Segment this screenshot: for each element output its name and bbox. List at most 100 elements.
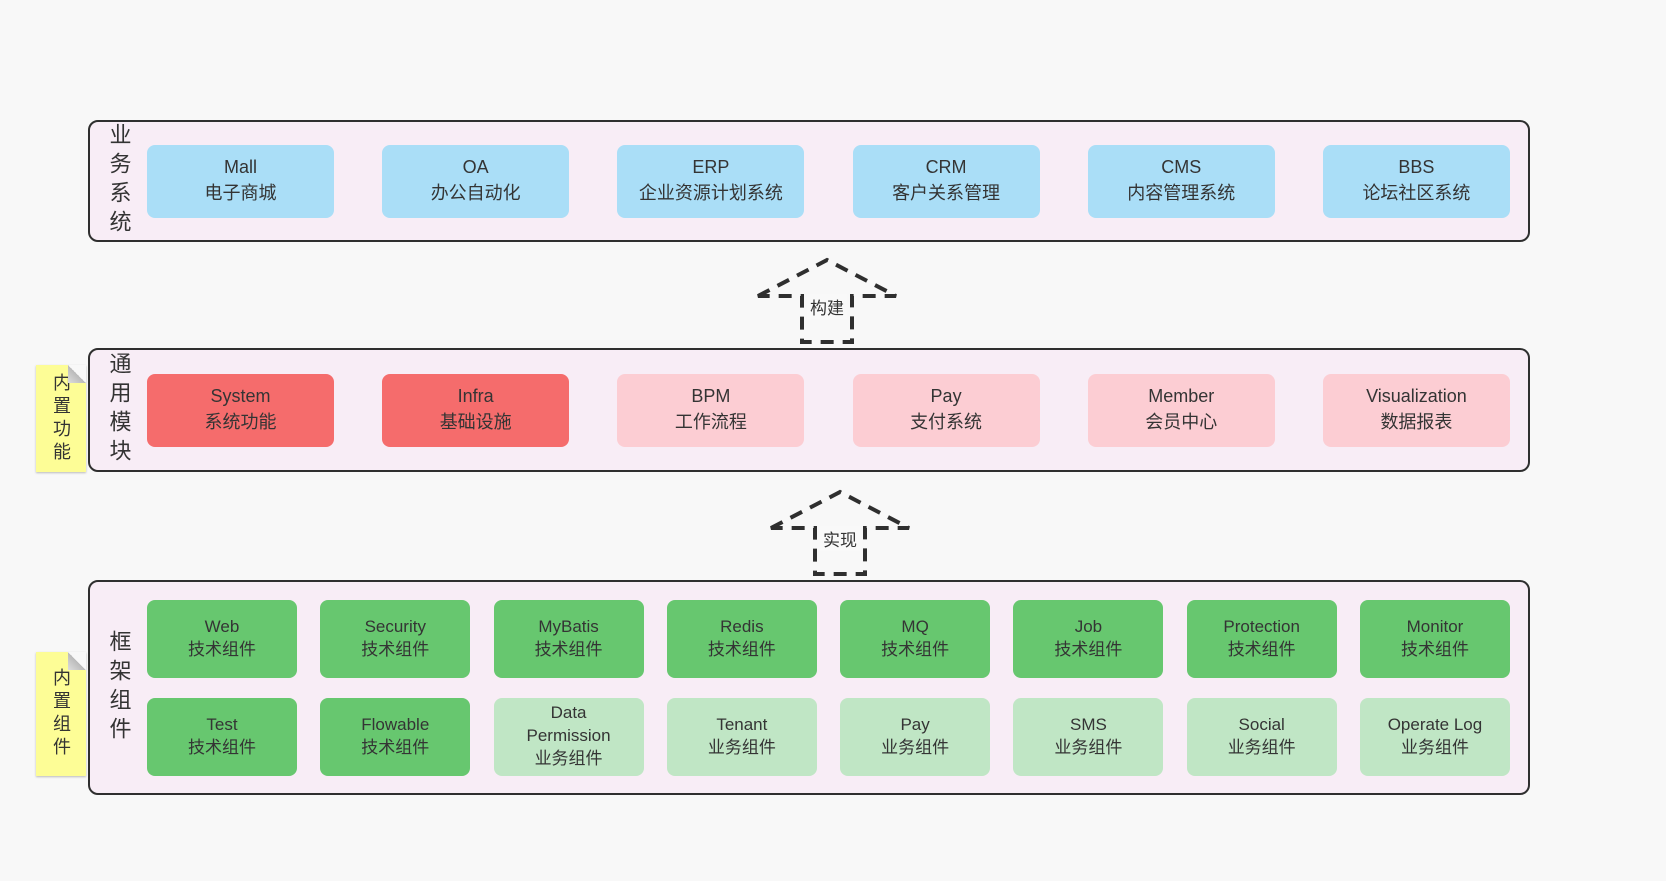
box-desc: 技术组件 [1227, 639, 1296, 659]
system-box-erp: ERP 企业资源计划系统 [617, 144, 805, 218]
components-row-2: Test 技术组件 Flowable 技术组件 Data Permission … [147, 697, 1510, 776]
component-box-operate-log: Operate Log 业务组件 [1359, 697, 1510, 776]
box-desc: 业务组件 [707, 737, 776, 757]
box-name: CRM [925, 157, 967, 178]
box-name: SMS [1069, 714, 1107, 734]
box-desc: 技术组件 [881, 639, 950, 659]
component-box-redis: Redis 技术组件 [666, 599, 817, 678]
implement-arrow-label: 实现 [820, 526, 860, 551]
common-modules-row: System 系统功能 Infra 基础设施 BPM 工作流程 Pay 支付系统… [147, 350, 1528, 470]
component-box-protection: Protection 技术组件 [1186, 599, 1337, 678]
common-modules-label: 通用模块 [106, 352, 132, 468]
framework-components-label: 框架组件 [106, 629, 132, 746]
box-name: Mall [223, 157, 257, 178]
box-name: Pay [900, 714, 930, 734]
build-arrow: 构建 [752, 254, 902, 346]
module-box-bpm: BPM 工作流程 [617, 373, 805, 447]
component-box-tenant: Tenant 业务组件 [666, 697, 817, 776]
component-box-social: Social 业务组件 [1186, 697, 1337, 776]
sticky-text: 内置组件 [51, 668, 71, 760]
box-desc: 内容管理系统 [1127, 183, 1236, 203]
box-name: Protection [1223, 616, 1300, 636]
box-desc: 技术组件 [188, 737, 256, 757]
folded-corner-icon [68, 365, 86, 383]
build-arrow-label: 构建 [807, 294, 847, 319]
sticky-note-built-in-features: 内置功能 [36, 365, 86, 472]
box-name: Job [1074, 616, 1103, 636]
box-name: Redis [720, 616, 764, 636]
box-desc: 技术组件 [1054, 639, 1123, 659]
up-arrow-icon [757, 257, 897, 344]
box-desc: 电子商城 [204, 183, 277, 203]
component-box-data-permission: Data Permission 业务组件 [493, 697, 644, 776]
box-desc: 基础设施 [439, 412, 512, 432]
box-desc: 技术组件 [188, 639, 256, 659]
box-desc: 业务组件 [1400, 737, 1469, 757]
module-box-member: Member 会员中心 [1087, 373, 1275, 447]
box-name: Member [1148, 386, 1215, 407]
box-name: CMS [1161, 157, 1202, 178]
sticky-note-built-in-components: 内置组件 [36, 652, 86, 776]
up-arrow-icon [770, 489, 910, 576]
module-box-infra: Infra 基础设施 [382, 373, 570, 447]
system-box-mall: Mall 电子商城 [147, 144, 334, 218]
component-box-flowable: Flowable 技术组件 [320, 697, 471, 776]
system-box-crm: CRM 客户关系管理 [852, 144, 1040, 218]
box-name: Test [206, 714, 238, 734]
box-name: Flowable [361, 714, 430, 734]
box-desc: 业务组件 [1227, 737, 1296, 757]
component-box-security: Security 技术组件 [320, 599, 471, 678]
module-box-visualization: Visualization 数据报表 [1322, 373, 1510, 447]
business-systems-row: Mall 电子商城 OA 办公自动化 ERP 企业资源计划系统 CRM 客户关系… [147, 122, 1528, 240]
business-systems-label: 业务系统 [106, 123, 132, 239]
component-box-mybatis: MyBatis 技术组件 [493, 599, 644, 678]
box-name: Web [204, 616, 240, 636]
implement-arrow: 实现 [765, 486, 915, 578]
box-name: Monitor [1406, 616, 1464, 636]
box-desc: 技术组件 [361, 639, 430, 659]
box-name: MQ [901, 616, 929, 636]
box-desc: 会员中心 [1145, 412, 1218, 432]
box-desc: 技术组件 [361, 737, 430, 757]
box-desc: 业务组件 [881, 737, 950, 757]
box-name: MyBatis [538, 616, 599, 636]
box-desc: 业务组件 [534, 748, 603, 768]
box-name: BPM [691, 386, 731, 407]
system-box-oa: OA 办公自动化 [382, 144, 570, 218]
component-box-web: Web 技术组件 [147, 599, 297, 678]
box-name: Visualization [1366, 386, 1467, 407]
box-name: Data Permission [526, 703, 611, 746]
system-box-cms: CMS 内容管理系统 [1087, 144, 1275, 218]
box-desc: 技术组件 [1400, 639, 1469, 659]
framework-components-panel: 框架组件 Web 技术组件 Security 技术组件 MyBatis 技术组件… [88, 580, 1530, 795]
component-box-mq: MQ 技术组件 [840, 599, 991, 678]
box-desc: 企业资源计划系统 [638, 183, 783, 203]
box-desc: 系统功能 [204, 412, 277, 432]
component-box-monitor: Monitor 技术组件 [1359, 599, 1510, 678]
common-modules-panel: 通用模块 System 系统功能 Infra 基础设施 BPM 工作流程 Pay… [88, 348, 1530, 472]
box-desc: 论坛社区系统 [1362, 183, 1471, 203]
box-name: Social [1238, 714, 1285, 734]
box-desc: 业务组件 [1054, 737, 1123, 757]
box-desc: 工作流程 [674, 412, 747, 432]
box-name: Pay [930, 386, 962, 407]
box-desc: 支付系统 [910, 412, 983, 432]
box-desc: 技术组件 [707, 639, 776, 659]
box-desc: 数据报表 [1380, 412, 1453, 432]
box-name: Security [364, 616, 426, 636]
box-name: OA [462, 157, 489, 178]
box-name: Tenant [716, 714, 768, 734]
component-box-test: Test 技术组件 [147, 697, 297, 776]
component-box-job: Job 技术组件 [1013, 599, 1164, 678]
module-box-system: System 系统功能 [147, 373, 334, 447]
components-row-1: Web 技术组件 Security 技术组件 MyBatis 技术组件 Redi… [147, 599, 1510, 678]
box-name: ERP [692, 157, 730, 178]
business-systems-panel: 业务系统 Mall 电子商城 OA 办公自动化 ERP 企业资源计划系统 CRM… [88, 120, 1530, 242]
framework-components-grid: Web 技术组件 Security 技术组件 MyBatis 技术组件 Redi… [147, 582, 1528, 793]
component-box-pay: Pay 业务组件 [840, 697, 991, 776]
box-desc: 客户关系管理 [892, 183, 1001, 203]
box-desc: 办公自动化 [430, 183, 521, 203]
sticky-text: 内置功能 [51, 372, 71, 465]
component-box-sms: SMS 业务组件 [1013, 697, 1164, 776]
box-desc: 技术组件 [534, 639, 603, 659]
